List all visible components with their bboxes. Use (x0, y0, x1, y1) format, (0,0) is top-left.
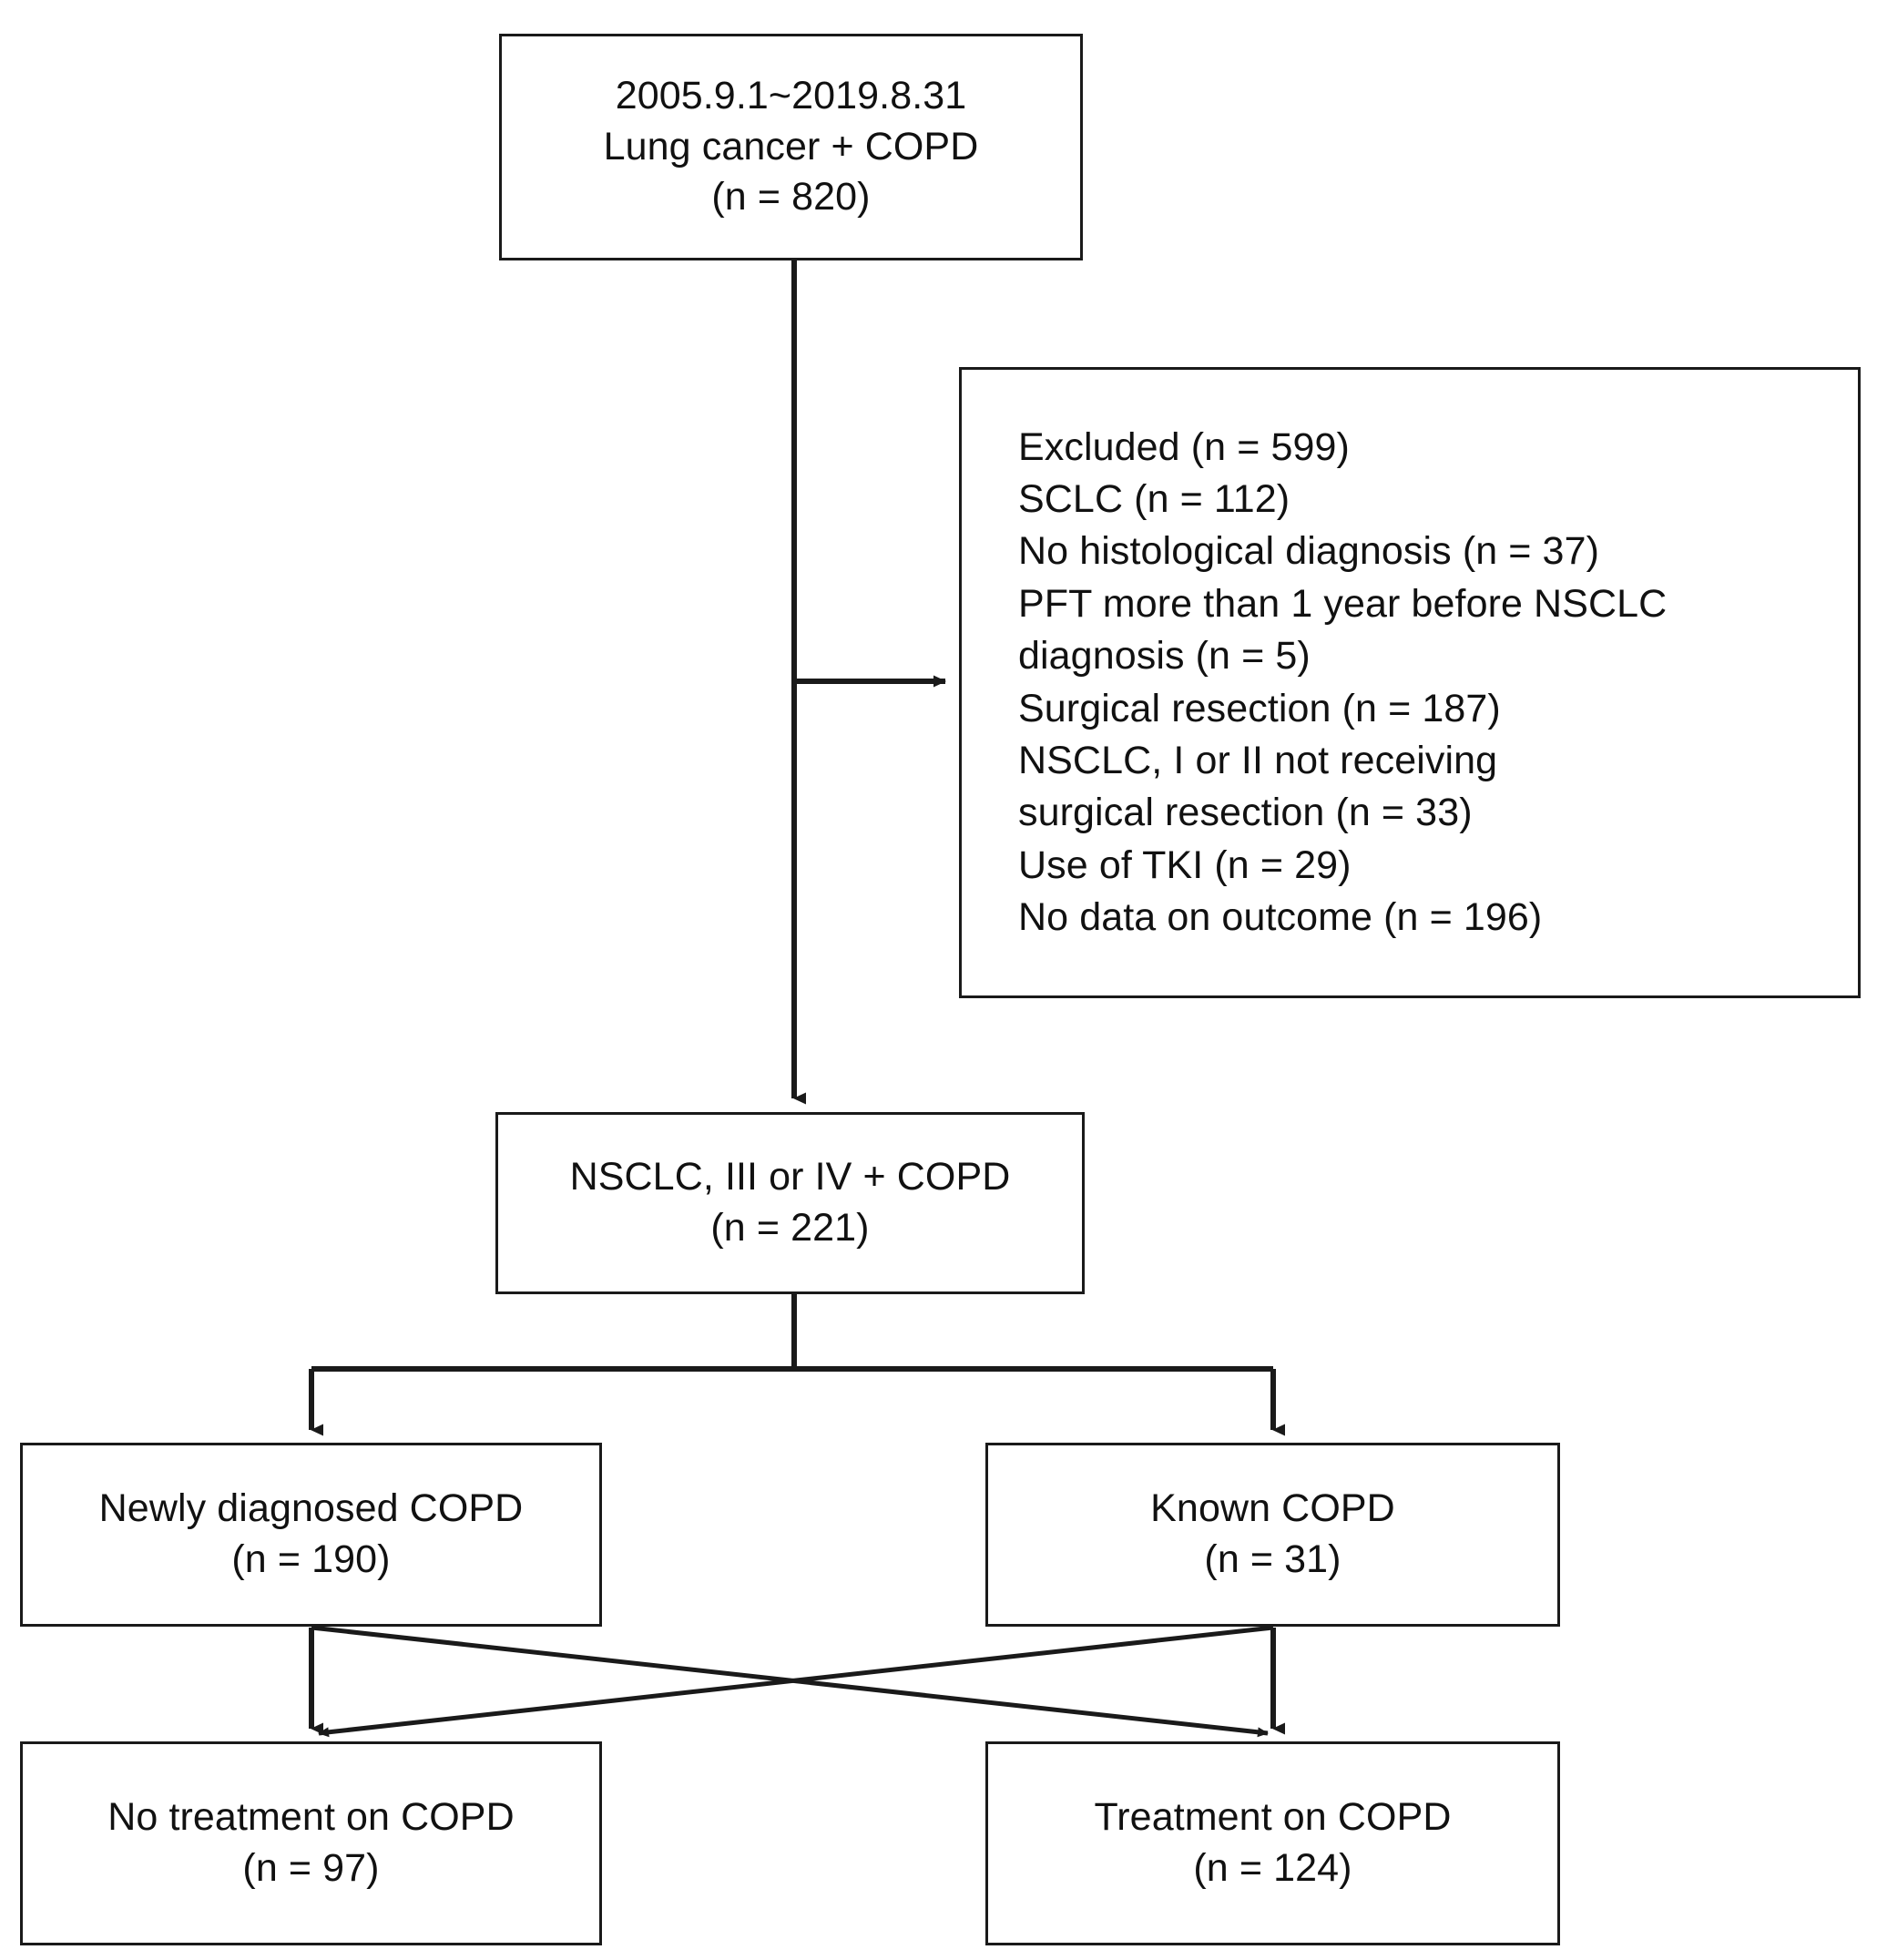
exclusion-line-stage-i-ii-1: NSCLC, I or II not receiving (1018, 738, 1498, 782)
exclusion-line-surgical-resection: Surgical resection (n = 187) (1018, 686, 1501, 730)
included-cohort-box: NSCLC, III or IV + COPD (n = 221) (495, 1112, 1085, 1294)
enrollment-line-count: (n = 820) (711, 175, 871, 219)
known-copd-line-count: (n = 31) (1204, 1537, 1341, 1581)
exclusion-line-no-histology: No histological diagnosis (n = 37) (1018, 529, 1600, 574)
known-copd-box: Known COPD (n = 31) (985, 1443, 1560, 1627)
known-copd-line-label: Known COPD (1150, 1486, 1395, 1531)
exclusion-line-pft-2: diagnosis (n = 5) (1018, 634, 1311, 679)
exclusion-line-pft-1: PFT more than 1 year before NSCLC (1018, 581, 1668, 626)
edge-known-to-no-treatment (318, 1625, 1274, 1738)
newly-diagnosed-copd-box: Newly diagnosed COPD (n = 190) (20, 1443, 602, 1627)
enrollment-box: 2005.9.1~2019.8.31 Lung cancer + COPD (n… (499, 34, 1083, 260)
no-treatment-line-count: (n = 97) (242, 1846, 380, 1890)
included-line-count: (n = 221) (710, 1206, 870, 1250)
exclusion-line-tki: Use of TKI (n = 29) (1018, 842, 1352, 887)
newly-diagnosed-line-label: Newly diagnosed COPD (98, 1486, 524, 1531)
exclusion-line-no-outcome: No data on outcome (n = 196) (1018, 895, 1543, 940)
included-line-label: NSCLC, III or IV + COPD (569, 1155, 1011, 1199)
exclusion-line-stage-i-ii-2: surgical resection (n = 33) (1018, 791, 1473, 835)
treatment-line-count: (n = 124) (1193, 1846, 1352, 1890)
treatment-line-label: Treatment on COPD (1094, 1795, 1452, 1840)
no-treatment-line-label: No treatment on COPD (107, 1795, 515, 1840)
no-treatment-copd-box: No treatment on COPD (n = 97) (20, 1741, 602, 1945)
exclusions-box: Excluded (n = 599) SCLC (n = 112) No his… (959, 367, 1861, 998)
enrollment-line-period: 2005.9.1~2019.8.31 (615, 73, 967, 117)
enrollment-line-population: Lung cancer + COPD (603, 124, 979, 168)
exclusion-line-sclc: SCLC (n = 112) (1018, 476, 1290, 521)
exclusion-line-total: Excluded (n = 599) (1018, 424, 1350, 469)
newly-diagnosed-line-count: (n = 190) (231, 1537, 391, 1581)
treatment-copd-box: Treatment on COPD (n = 124) (985, 1741, 1560, 1945)
edge-newly-diagnosed-to-treatment (311, 1625, 1269, 1738)
